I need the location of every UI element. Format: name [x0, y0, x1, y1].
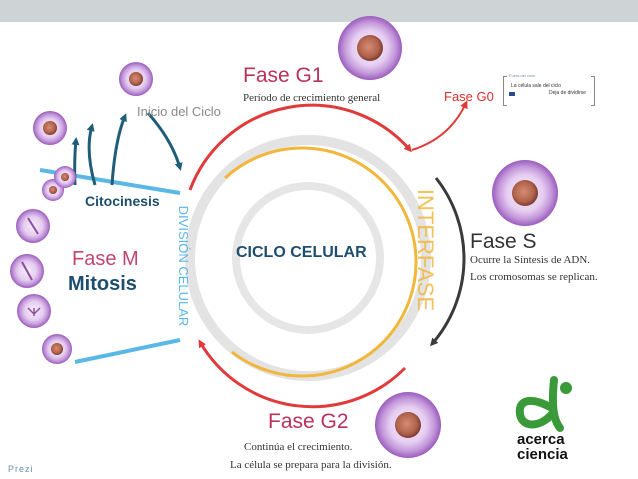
cell-mitosis-prophase-icon [17, 294, 51, 328]
s-arrow [430, 177, 466, 347]
division-line-bottom [74, 338, 181, 364]
cell-inicio-icon [119, 62, 153, 96]
cell-g1-icon [338, 16, 402, 80]
s-title: Fase S [470, 230, 537, 253]
teal-arrow-2 [110, 113, 127, 186]
cell-mitosis-interphase-icon [42, 334, 72, 364]
inicio-label: Inicio del Ciclo [137, 104, 221, 119]
logo-text-line2: ciencia [517, 446, 568, 463]
interfase-label: INTERFASE [413, 189, 438, 311]
cell-g2-icon [375, 392, 441, 458]
g2-title: Fase G2 [268, 410, 349, 433]
logo-text-line1: acerca [517, 431, 565, 448]
cell-mitosis-metaphase-icon [10, 254, 44, 288]
teal-arrow-1 [86, 123, 97, 186]
g0-bracket-right [591, 76, 595, 106]
g1-description: Período de crecimiento general [243, 92, 381, 104]
division-label: DIVISIÓN CELULAR [176, 206, 191, 327]
teal-arrow-3 [146, 112, 183, 171]
citocinesis-label: Citocinesis [85, 193, 160, 209]
center-title: CICLO CELULAR [236, 244, 367, 261]
g2-arrow [198, 339, 407, 409]
g0-bracket-left [503, 76, 507, 106]
cell-mitosis-1-icon [33, 111, 67, 145]
g0-box-line2: Deja de dividirse [549, 90, 586, 96]
interphase-yellow-arc [223, 146, 418, 378]
top-bar-strip [0, 22, 638, 26]
cell-s-icon [492, 160, 558, 226]
g0-box-swatch [509, 92, 515, 96]
g1-arrow [188, 103, 412, 191]
inner-gray-ring [232, 182, 384, 334]
top-bar [0, 0, 638, 22]
cell-mitosis-cytokinesis-icon [42, 166, 76, 201]
m-title: Fase M [72, 248, 139, 270]
logo-mark-icon [515, 376, 572, 432]
g0-box-header: Fuera del ciclo [509, 73, 536, 78]
prezi-watermark: Prezi [8, 464, 34, 474]
s-description-2: Los cromosomas se replican. [470, 271, 598, 283]
g0-box-line1: La célula sale del ciclo [511, 83, 562, 89]
s-description-1: Ocurre la Síntesis de ADN. [470, 254, 591, 266]
m-subtitle: Mitosis [68, 273, 137, 295]
g0-arrow [411, 100, 468, 151]
g2-description-2: La célula se prepara para la división. [230, 459, 392, 471]
g0-info-box: Fuera del ciclo La célula sale del ciclo… [501, 72, 597, 108]
g0-title: Fase G0 [444, 89, 494, 104]
g2-description-1: Continúa el crecimiento. [244, 441, 353, 453]
g1-title: Fase G1 [243, 64, 324, 87]
cell-mitosis-anaphase-icon [16, 209, 50, 243]
